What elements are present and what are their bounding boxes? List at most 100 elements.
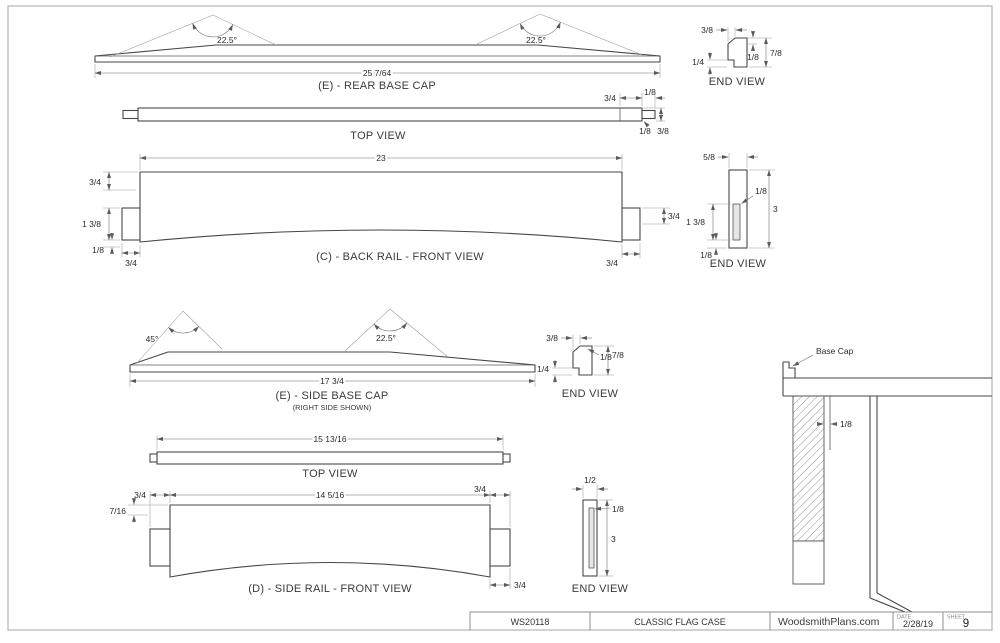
back-rail-end-view: 5/8 3 1 3/8 1/8 1/8 END VIEW xyxy=(686,152,778,270)
back-rail-end-dimensions xyxy=(707,153,775,255)
side-rail-top-title: TOP VIEW xyxy=(302,468,358,480)
side-rail-left-tenon xyxy=(149,528,171,567)
side-cap-length-dim: 17 3/4 xyxy=(320,376,344,386)
side-base-cap-outline xyxy=(129,351,536,373)
site-name: WoodsmithPlans.com xyxy=(778,616,880,628)
rear-cap-angle-left-dim: 22.5° xyxy=(217,35,237,45)
sheet-label: SHEET xyxy=(947,615,966,621)
back-rail-tenon-length-dim: 3/4 xyxy=(125,258,137,268)
side-rail-top-left-tab xyxy=(149,453,158,463)
side-rail-groove-width-dim: 1/8 xyxy=(612,504,624,514)
rear-cap-top-title: TOP VIEW xyxy=(350,130,406,142)
side-rail-front-view: 3/4 14 5/16 3/4 7/16 3/4 (D) - SIDE RAIL… xyxy=(109,484,526,595)
back-rail-right-tenon xyxy=(621,207,641,241)
base-cap-profile-steps xyxy=(783,361,796,378)
side-base-cap-end-view: 3/8 1/4 1/8 7/8 END VIEW xyxy=(537,333,624,400)
side-cap-height-dim: 7/8 xyxy=(612,350,624,360)
side-rail-end-view: 1/2 1/8 3 END VIEW xyxy=(572,475,629,595)
rear-cap-length-dim: 25 7/64 xyxy=(363,68,392,78)
plan-number: WS20118 xyxy=(511,617,550,627)
side-rail-outline xyxy=(169,504,491,578)
base-cap-callout: Base Cap xyxy=(816,346,854,356)
back-rail-length-dim: 23 xyxy=(376,153,386,163)
side-rail-length-dim: 14 5/16 xyxy=(316,490,345,500)
base-assembly-detail: Base Cap 1/8 xyxy=(782,346,992,613)
date-value: 2/28/19 xyxy=(903,619,933,629)
side-rail-top-dimensions xyxy=(156,435,504,450)
side-rail-dimensions xyxy=(128,491,511,589)
rear-cap-top-dimensions xyxy=(619,93,665,128)
rear-cap-top-body xyxy=(137,107,643,122)
side-cap-end-title: END VIEW xyxy=(562,388,619,400)
side-base-cap-dimensions xyxy=(129,308,536,387)
side-rail-end-title: END VIEW xyxy=(572,583,629,595)
rear-cap-lip-bottom-dim: 1/8 xyxy=(639,126,651,136)
rear-cap-step-dim: 1/8 xyxy=(747,52,759,62)
rear-base-cap-end-view: 3/8 1/4 1/8 7/8 END VIEW xyxy=(692,25,782,88)
side-cap-end-dimensions xyxy=(552,335,614,383)
back-rail-groove-bottom-dim: 1/8 xyxy=(700,250,712,260)
rear-cap-profile xyxy=(727,37,748,68)
side-rail-right-tenon xyxy=(489,528,511,567)
rear-cap-angle-right-dim: 22.5° xyxy=(526,35,546,45)
side-rail-bottom-tenon-dim: 3/4 xyxy=(514,580,526,590)
side-rail-top-length-dim: 15 13/16 xyxy=(313,434,346,444)
back-rail-right-offset-dim: 3/4 xyxy=(668,211,680,221)
sheet-number: 9 xyxy=(963,618,969,630)
title-block: WS20118 CLASSIC FLAG CASE WoodsmithPlans… xyxy=(469,611,992,630)
side-cap-top-width-dim: 3/8 xyxy=(546,333,558,343)
plan-title: CLASSIC FLAG CASE xyxy=(634,617,726,627)
rear-base-cap-front-view: 22.5° 22.5° 25 7/64 (E) - REAR BASE CAP xyxy=(94,13,661,92)
side-cap-profile xyxy=(572,345,593,376)
rear-cap-depth-dim: 3/8 xyxy=(657,126,669,136)
rear-cap-top-right-tab xyxy=(641,109,656,120)
rear-cap-end-title: END VIEW xyxy=(709,76,766,88)
back-rail-left-tenon xyxy=(121,207,141,241)
detail-dimensions xyxy=(792,354,837,426)
side-rail-top-offset-dim: 7/16 xyxy=(109,506,126,516)
side-rail-view-title: (D) - SIDE RAIL - FRONT VIEW xyxy=(248,583,412,595)
back-rail-top-offset-dim: 3/4 xyxy=(89,177,101,187)
side-cap-step-dim: 1/8 xyxy=(600,352,612,362)
side-cap-view-subtitle: (RIGHT SIDE SHOWN) xyxy=(293,403,372,412)
rear-base-cap-top-view: 3/4 1/8 1/8 3/8 TOP VIEW xyxy=(122,87,669,142)
back-rail-dimensions xyxy=(103,154,670,258)
back-rail-front-view: 23 3/4 1 3/8 1/8 3/4 3/4 3/4 (C) - BACK … xyxy=(82,151,680,268)
back-rail-end-title: END VIEW xyxy=(710,258,767,270)
rear-base-cap-dimensions xyxy=(94,13,661,78)
back-rail-groove xyxy=(732,203,741,241)
detail-reveal-dim: 1/8 xyxy=(840,419,852,429)
side-cap-angle-right-dim: 22.5° xyxy=(376,333,396,343)
back-rail-outline xyxy=(139,171,623,243)
rear-cap-height-dim: 7/8 xyxy=(770,48,782,58)
back-rail-right-tenon-dim: 3/4 xyxy=(606,258,618,268)
rear-cap-top-width-dim: 3/8 xyxy=(701,25,713,35)
back-rail-view-title: (C) - BACK RAIL - FRONT VIEW xyxy=(316,251,484,263)
side-rail-top-view: 15 13/16 TOP VIEW xyxy=(149,432,511,480)
rear-cap-rabbet-dim: 1/4 xyxy=(692,57,704,67)
back-rail-height-dim: 3 xyxy=(773,204,778,214)
rear-cap-top-left-tab xyxy=(122,109,139,120)
rear-base-cap-outline xyxy=(94,44,661,63)
side-rail-top-body xyxy=(156,451,504,465)
rear-cap-end-length-dim: 3/4 xyxy=(604,93,616,103)
case-side-lower-block xyxy=(792,540,825,585)
date-label: DATE xyxy=(897,615,912,621)
side-rail-height-dim: 3 xyxy=(611,534,616,544)
rear-cap-view-title: (E) - REAR BASE CAP xyxy=(318,80,436,92)
back-rail-tenon-height-dim: 1 3/8 xyxy=(82,219,101,229)
back-rail-groove-width-dim: 1/8 xyxy=(755,186,767,196)
rear-cap-lip-top-dim: 1/8 xyxy=(644,87,656,97)
side-rail-right-tenon-dim: 3/4 xyxy=(474,484,486,494)
sheet-border xyxy=(7,5,993,631)
side-rail-top-right-tab xyxy=(502,453,511,463)
back-rail-haunch-dim: 1/8 xyxy=(92,245,104,255)
case-side-section-hatched xyxy=(792,395,825,542)
side-cap-rabbet-dim: 1/4 xyxy=(537,364,549,374)
back-rail-groove-length-dim: 1 3/8 xyxy=(686,217,705,227)
side-cap-view-title: (E) - SIDE BASE CAP xyxy=(276,390,389,402)
side-rail-thickness-dim: 1/2 xyxy=(584,475,596,485)
side-cap-angle-left-dim: 45° xyxy=(146,334,159,344)
